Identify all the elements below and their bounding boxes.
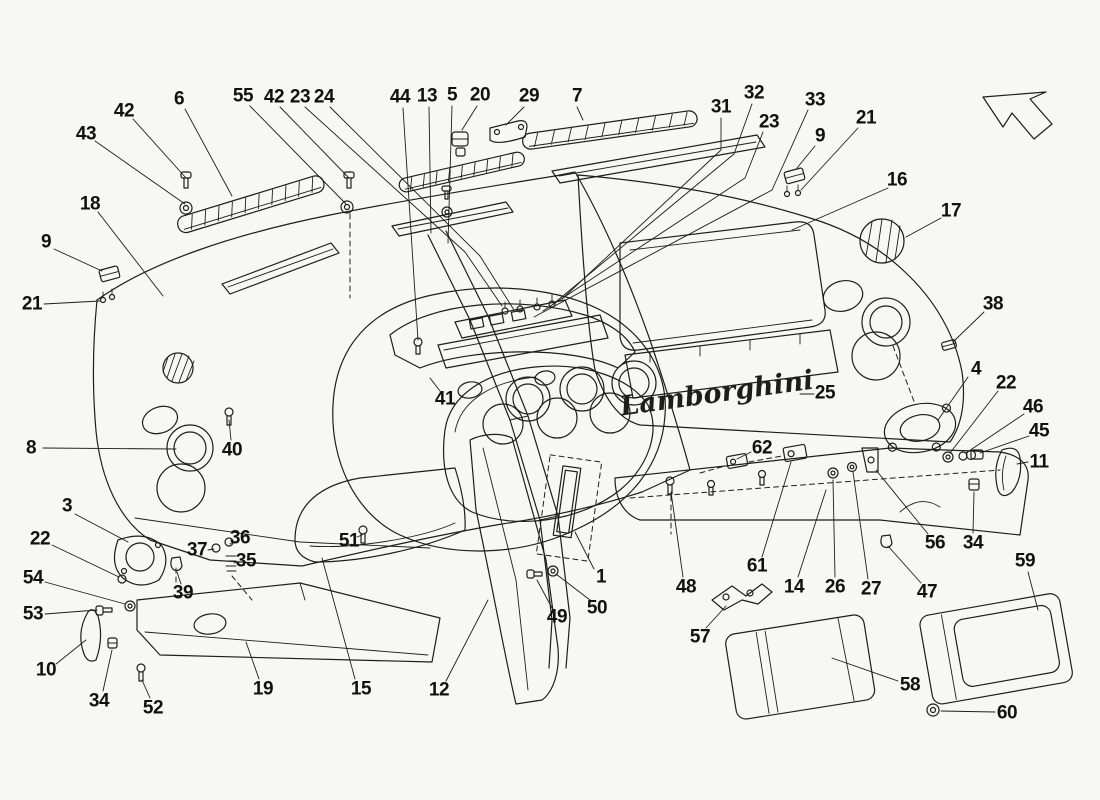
leader-line-42 bbox=[132, 118, 187, 179]
leader-line-41 bbox=[429, 377, 441, 392]
leader-line-59 bbox=[1027, 571, 1039, 611]
leader-line-5 bbox=[447, 105, 453, 244]
direction-arrow-icon bbox=[982, 91, 1053, 140]
leader-line-19 bbox=[245, 641, 260, 680]
fasteners bbox=[95, 167, 984, 717]
leader-line-21 bbox=[43, 300, 101, 305]
leader-line-7 bbox=[576, 106, 584, 121]
leader-line-61 bbox=[761, 461, 792, 558]
leader-line-24 bbox=[329, 106, 515, 311]
leader-line-17 bbox=[905, 217, 942, 238]
leader-line-33 bbox=[533, 109, 809, 318]
leader-lines bbox=[42, 103, 1039, 713]
leader-line-38 bbox=[952, 311, 985, 343]
glovebox-band bbox=[614, 447, 1029, 536]
leader-line-12 bbox=[445, 599, 489, 682]
leader-line-58 bbox=[831, 657, 899, 682]
bracket-29 bbox=[489, 120, 528, 143]
leader-line-31 bbox=[561, 117, 722, 300]
bracket-57 bbox=[711, 583, 773, 611]
leader-line-52 bbox=[141, 679, 151, 699]
leader-line-8 bbox=[42, 447, 177, 450]
leader-line-23 bbox=[304, 106, 503, 307]
leader-line-55 bbox=[249, 105, 347, 205]
leader-line-49 bbox=[536, 579, 553, 609]
leader-line-23 bbox=[542, 131, 764, 312]
leader-line-43 bbox=[94, 140, 186, 205]
leader-line-9 bbox=[796, 145, 816, 169]
leader-line-57 bbox=[705, 605, 727, 629]
brand-script: Lamborghini bbox=[617, 365, 815, 423]
leader-line-56 bbox=[875, 469, 929, 535]
construction-lines bbox=[175, 213, 916, 601]
leader-line-3 bbox=[74, 513, 129, 543]
leader-line-36 bbox=[229, 541, 234, 545]
leader-line-4 bbox=[937, 376, 969, 421]
rotary-knob bbox=[859, 218, 905, 264]
leader-line-62 bbox=[736, 451, 752, 460]
leader-line-32 bbox=[551, 103, 753, 306]
vent-strip-6 bbox=[177, 175, 325, 234]
leader-line-39 bbox=[176, 571, 182, 585]
leader-line-40 bbox=[228, 419, 232, 441]
leader-line-15 bbox=[321, 557, 356, 680]
leader-line-37 bbox=[207, 548, 215, 551]
leader-line-21 bbox=[800, 127, 859, 191]
leader-line-60 bbox=[940, 710, 996, 713]
leader-line-20 bbox=[461, 105, 478, 131]
leader-line-26 bbox=[832, 479, 836, 578]
speaker-bezel bbox=[113, 535, 167, 586]
leader-line-35 bbox=[233, 561, 239, 564]
leader-line-44 bbox=[402, 107, 419, 341]
leader-line-45 bbox=[979, 435, 1030, 454]
leader-line-34 bbox=[972, 491, 975, 534]
trim-wedge-11 bbox=[995, 447, 1022, 497]
leader-line-34 bbox=[102, 649, 113, 692]
leader-line-9 bbox=[53, 248, 103, 272]
leader-line-48 bbox=[670, 491, 684, 578]
vent-strip-7 bbox=[522, 110, 698, 150]
leader-line-46 bbox=[965, 413, 1025, 454]
leader-line-50 bbox=[555, 573, 591, 601]
leader-line-29 bbox=[505, 106, 525, 126]
knee-panel bbox=[136, 582, 441, 663]
oval-bezel bbox=[883, 402, 957, 454]
vent-strip-5 bbox=[398, 151, 525, 193]
leader-line-1 bbox=[574, 531, 595, 570]
leader-line-6 bbox=[184, 108, 233, 197]
dashboard-left-body bbox=[92, 171, 691, 567]
leader-line-51 bbox=[356, 534, 363, 538]
trim-strip-1 bbox=[535, 454, 603, 562]
dashboard-right-body bbox=[482, 134, 965, 445]
leader-line-42 bbox=[279, 106, 350, 179]
steering-column-cover bbox=[294, 467, 466, 563]
leader-line-47 bbox=[887, 545, 922, 584]
leader-line-22 bbox=[949, 390, 999, 454]
trim-panel-59 bbox=[919, 593, 1073, 705]
leader-line-16 bbox=[791, 187, 889, 231]
leader-line-54 bbox=[44, 581, 126, 605]
center-stack-frame bbox=[427, 230, 609, 669]
leader-line-18 bbox=[97, 211, 164, 297]
clip-20 bbox=[451, 131, 469, 157]
trim-panel-58 bbox=[725, 614, 876, 720]
leader-line-10 bbox=[55, 639, 87, 665]
steering-cowl bbox=[332, 287, 666, 552]
leader-line-13 bbox=[428, 106, 432, 234]
leader-line-22 bbox=[51, 544, 120, 578]
console-trim bbox=[469, 433, 559, 705]
leader-line-53 bbox=[44, 609, 98, 615]
leader-line-14 bbox=[797, 489, 827, 578]
leader-line-27 bbox=[852, 471, 869, 580]
leader-line-11 bbox=[1016, 461, 1029, 465]
trim-piece-10 bbox=[80, 609, 102, 662]
